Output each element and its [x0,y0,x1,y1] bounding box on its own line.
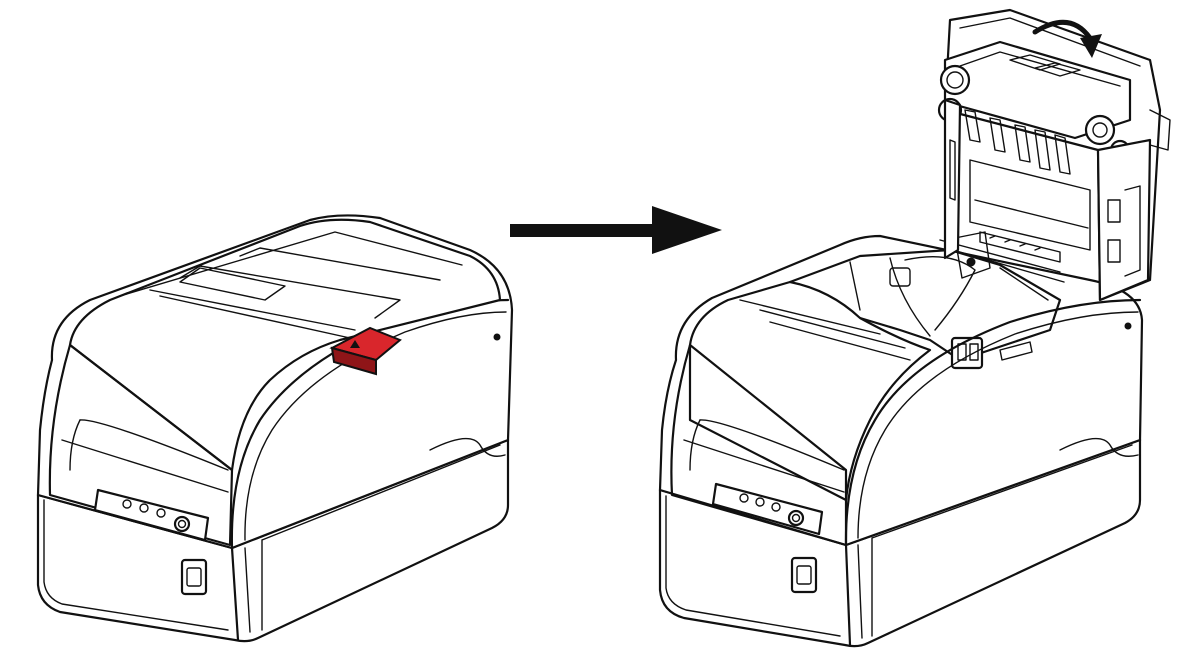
top-cover [68,218,502,472]
paper-slot [149,289,356,331]
sensor-block [999,341,1033,361]
open-side-panel-curve [844,298,1142,547]
gear-right-inner [1092,122,1108,138]
cover-release-lever-front [330,346,377,376]
tear-bar [979,231,1061,263]
gear-right-outer [1084,114,1116,146]
open-base-side-plate [871,444,1133,637]
head-finger-4 [1034,129,1051,171]
top-cover-window [179,265,401,319]
curved-arrow-icon [1032,19,1102,58]
power-switch-housing [180,558,208,596]
gear-left-outer [939,64,971,96]
cover-recess [179,267,286,301]
printer-open [658,8,1171,648]
head-window [969,159,1091,251]
open-led-indicator-3 [771,502,781,512]
side-notch [429,437,506,457]
open-front-face-line [699,419,845,471]
open-base-corner-inner [857,544,863,639]
power-switch [186,567,202,587]
paper-slot-lower [159,295,351,339]
open-power-switch-housing [790,556,818,594]
open-front-cover [688,280,932,502]
head-finger-1 [964,109,981,143]
base-side-plate [261,444,501,631]
frame-top-rail [959,17,1141,67]
open-base-corner [844,543,852,647]
side-frame-window-2 [1107,239,1121,263]
front-face-curve [69,419,81,471]
platen-edge [939,239,1061,273]
open-power-switch [796,565,812,585]
front-face-panel [48,343,234,547]
holder-pin [966,257,976,267]
open-base-inner-line [665,495,841,637]
open-cover-slot-lower [769,321,911,361]
side-screw [493,333,501,341]
top-cover-line [239,247,441,281]
frame-latch [1149,109,1171,151]
side-frame-slot-left [949,139,956,201]
head-finger-2 [989,117,1006,153]
side-panel-curve-inner [244,311,507,541]
printer-closed [36,214,514,643]
gear-left-inner [946,71,964,89]
paper-holder-left [889,267,911,287]
open-side-panel-curve-inner [857,311,1139,539]
side-frame-rail [1124,185,1141,277]
led-indicator-3 [156,508,166,518]
led-indicator-1 [122,499,132,509]
open-feed-button-inner [791,513,801,523]
cutter-slot-2 [969,343,979,361]
open-front-face-panel [670,343,848,547]
front-face-line [79,419,229,471]
compartment-rim [999,267,1049,301]
base-inner-line [43,499,229,631]
print-head-assembly [937,8,1171,302]
housing-edge [959,51,1121,87]
head-finger-3 [1014,124,1031,163]
head-finger-5 [1054,134,1071,175]
side-frame-window-1 [1107,199,1121,223]
open-feed-button [787,509,805,527]
open-led-indicator-1 [739,493,749,503]
lever-triangle-icon [350,340,360,348]
feed-button [173,515,191,533]
open-led-indicator-2 [755,497,765,507]
paper-holder-right [954,231,991,279]
paper-roll-guide [889,257,931,337]
head-window-line [974,199,1089,229]
base-corner [230,546,240,642]
tear-bar-teeth [989,235,1041,251]
paper-roll-curve [904,255,976,331]
open-cover-ridge [739,299,881,335]
head-side-frame-right [1096,138,1152,302]
front-face-lower-line [61,439,229,493]
platen-edge-lower [945,247,1065,283]
housing-label-2 [1034,62,1081,77]
right-arrow-icon [510,206,722,254]
open-side-notch [1059,437,1139,457]
head-side-frame-left [943,98,962,260]
led-indicator-2 [139,503,149,513]
open-side-screw [1124,322,1132,330]
compartment-wall-left [849,261,861,311]
open-front-face-lower-line [683,439,845,493]
open-cover-slot [759,309,906,349]
feed-button-inner [177,519,187,529]
base-corner-inner [244,547,251,633]
